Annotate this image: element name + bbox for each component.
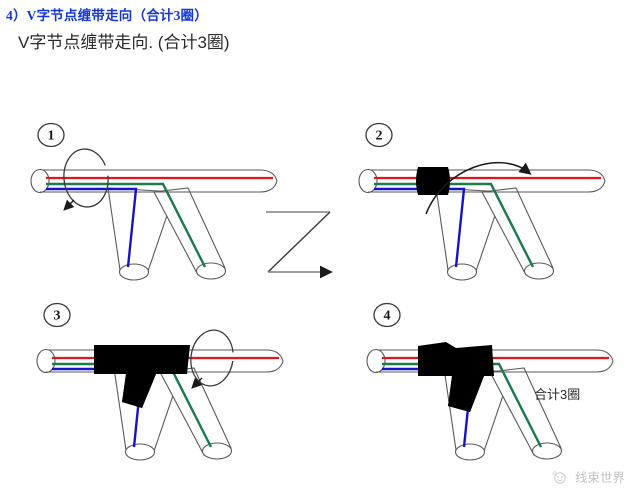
svg-text:4: 4	[384, 309, 391, 324]
panel-badge: 3	[43, 302, 71, 328]
rotation-marker-icon	[190, 329, 234, 389]
rotation-marker-icon	[63, 148, 109, 211]
panel-1: 1	[30, 122, 278, 281]
panel-badge: 2	[365, 122, 393, 148]
watermark-label: 线束世界	[574, 471, 625, 485]
panel-badge: 4	[373, 302, 401, 328]
smiley-logo-icon	[551, 470, 566, 484]
panel-2: 2	[358, 122, 606, 281]
tape-wrap-2	[94, 345, 190, 408]
svg-text:1: 1	[48, 129, 55, 144]
svg-text:2: 2	[376, 129, 383, 144]
panel-3: 3	[36, 302, 284, 461]
page-subtitle: V字节点缠带走向. (合计3圈)	[18, 33, 230, 52]
tape-wrap-3	[418, 342, 494, 412]
page-title: 4）V字节点缠带走向（合计3圈）	[6, 8, 208, 23]
watermark: 线束世界	[551, 467, 625, 486]
svg-text:3: 3	[54, 309, 61, 324]
total-turns-label: 合计3圈	[534, 387, 581, 402]
tape-wrap-1	[416, 167, 450, 195]
rotation-marker-icon	[425, 162, 532, 215]
flow-connector	[266, 211, 333, 279]
panel-badge: 1	[37, 122, 65, 148]
panel-4: 4	[366, 302, 614, 461]
